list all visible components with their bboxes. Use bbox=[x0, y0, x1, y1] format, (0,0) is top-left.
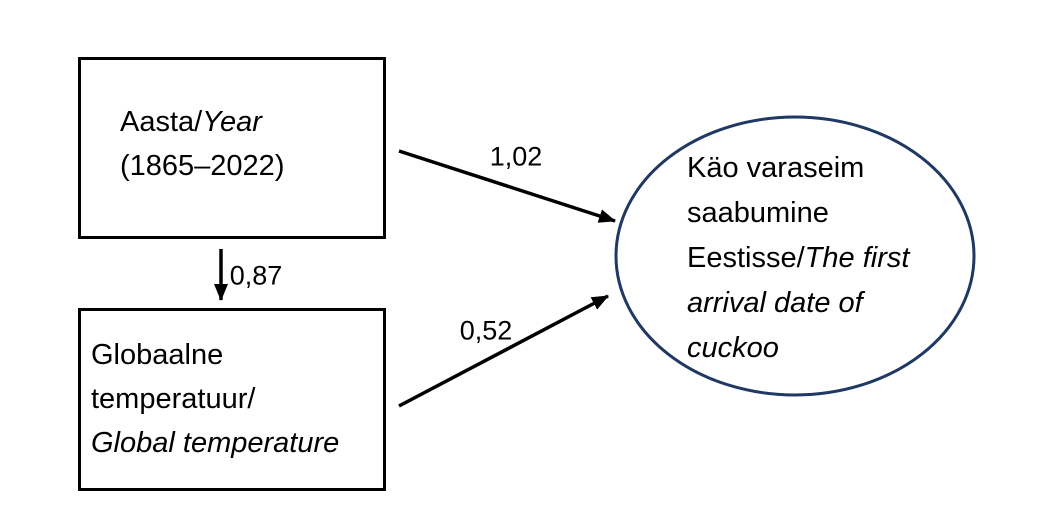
temperature-box-node: Globaalne temperatuur/ Global temperatur… bbox=[78, 308, 386, 491]
temperature-box-line1: Globaalne bbox=[91, 339, 224, 371]
cuckoo-line1: Käo varaseim bbox=[687, 152, 865, 184]
year-box-line2: (1865–2022) bbox=[120, 150, 285, 182]
path-coefficient-temperature-cuckoo: 0,52 bbox=[459, 315, 513, 346]
year-box-line1: Aasta/Year bbox=[120, 106, 262, 138]
cuckoo-line3: Eestisse/The first bbox=[687, 242, 910, 274]
cuckoo-line5: cuckoo bbox=[687, 332, 779, 364]
cuckoo-line4: arrival date of bbox=[687, 287, 863, 319]
arrow-temperature-to-cuckoo bbox=[398, 294, 609, 408]
year-box-label: Aasta/Year (1865–2022) bbox=[120, 100, 284, 188]
year-box-node: Aasta/Year (1865–2022) bbox=[78, 57, 386, 239]
path-coefficient-year-temperature: 0,87 bbox=[229, 260, 283, 291]
temperature-box-label: Globaalne temperatuur/ Global temperatur… bbox=[91, 333, 339, 465]
arrow-year-to-cuckoo bbox=[398, 149, 616, 223]
cuckoo-ellipse-node bbox=[614, 115, 976, 397]
temperature-box-line3: Global temperature bbox=[91, 427, 340, 459]
cuckoo-ellipse-label: Käo varaseim saabumine Eestisse/The firs… bbox=[687, 146, 909, 371]
cuckoo-line2: saabumine bbox=[687, 197, 829, 229]
path-coefficient-year-cuckoo: 1,02 bbox=[489, 141, 543, 172]
temperature-box-line2: temperatuur/ bbox=[91, 383, 256, 415]
